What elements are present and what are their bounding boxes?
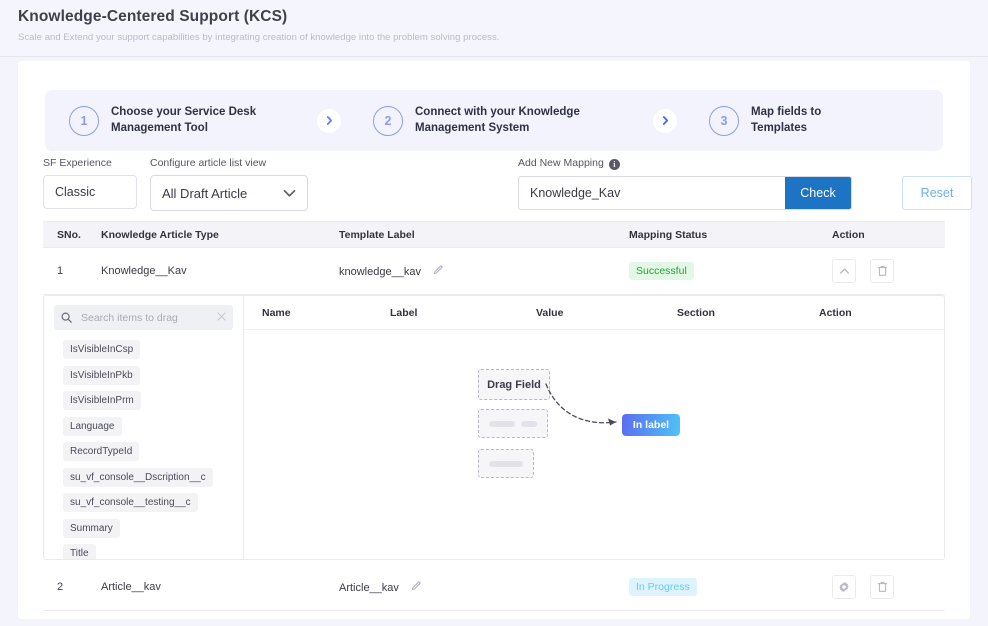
- placeholder-bar: [521, 421, 537, 427]
- table-row[interactable]: 1 Knowledge__Kav knowledge__kav Successf…: [43, 248, 945, 295]
- check-button[interactable]: Check: [785, 177, 851, 209]
- row-1-status-cell: Successful: [629, 262, 832, 280]
- row-2-template-label-cell: Article__kav: [339, 580, 629, 594]
- trash-icon[interactable]: [870, 575, 895, 599]
- row-2-type: Article__kav: [101, 581, 161, 593]
- sf-experience-label: SF Experience: [43, 157, 112, 169]
- row-2-template-label: Article__kav: [339, 582, 399, 594]
- table-row[interactable]: 2 Article__kav Article__kav In Progress: [43, 564, 945, 611]
- col-header-sno: SNo.: [57, 228, 81, 241]
- row-1-type: Knowledge__Kav: [101, 265, 187, 277]
- row-1-template-label: knowledge__kav: [339, 266, 421, 278]
- list-item[interactable]: IsVisibleInPkb: [63, 365, 140, 385]
- status-badge: In Progress: [629, 578, 697, 596]
- search-input[interactable]: Search items to drag: [81, 311, 178, 324]
- col-header-type: Knowledge Article Type: [101, 228, 219, 241]
- mapping-input-wrap: Knowledge_Kav Check: [518, 176, 852, 210]
- close-icon[interactable]: [217, 311, 226, 324]
- list-item[interactable]: Language: [63, 416, 122, 436]
- detail-col-label: Label: [390, 306, 418, 319]
- placeholder-row-3: [478, 449, 534, 478]
- stepper-step-3[interactable]: 3 Map fields to Templates: [709, 105, 821, 136]
- placeholder-row-2: [478, 409, 548, 438]
- stepper-step-1[interactable]: 1 Choose your Service Desk Management To…: [69, 105, 256, 136]
- list-item[interactable]: RecordTypeId: [63, 442, 140, 461]
- detail-header-row: Name Label Value Section Action: [244, 296, 944, 330]
- add-new-mapping-group: Add New Mapping i Knowledge_Kav Check Res…: [518, 157, 972, 210]
- list-item[interactable]: su_vf_console__Dscription__c: [63, 467, 213, 487]
- list-item[interactable]: Title: [63, 544, 96, 559]
- drag-drop-zone[interactable]: Drag Field In label: [244, 330, 944, 559]
- drag-fields-panel: Search items to drag IsVisibleInCsp IsVi…: [44, 296, 244, 559]
- detail-col-action: Action: [819, 306, 852, 319]
- draggable-field-list: IsVisibleInCsp IsVisibleInPkb IsVisibleI…: [54, 339, 233, 559]
- search-icon: [61, 312, 72, 323]
- detail-col-value: Value: [536, 306, 564, 319]
- drag-arrow-icon: [545, 383, 617, 426]
- reset-button[interactable]: Reset: [902, 176, 972, 210]
- step-1-number: 1: [69, 105, 99, 136]
- page-title: Knowledge-Centered Support (KCS): [18, 8, 288, 25]
- list-item[interactable]: su_vf_console__testing__c: [63, 493, 198, 512]
- row-1-template-label-cell: knowledge__kav: [339, 264, 629, 278]
- search-items-box[interactable]: Search items to drag: [54, 305, 233, 330]
- main-card: 1 Choose your Service Desk Management To…: [18, 61, 972, 619]
- chevron-up-icon[interactable]: [832, 259, 856, 283]
- step-2-number: 2: [373, 105, 403, 136]
- row-2-actions: [832, 575, 942, 599]
- col-header-action: Action: [832, 228, 865, 241]
- stepper-chevron-right-icon-2: [653, 108, 677, 133]
- trash-icon[interactable]: [870, 259, 895, 283]
- sf-experience-group: SF Experience Classic: [43, 157, 137, 209]
- detail-col-section: Section: [677, 306, 715, 319]
- col-header-tpl: Template Label: [339, 228, 415, 241]
- add-new-mapping-label: Add New Mapping i: [518, 157, 972, 170]
- gear-icon[interactable]: [832, 575, 856, 599]
- placeholder-bar: [489, 421, 515, 427]
- table-header-row: SNo. Knowledge Article Type Template Lab…: [43, 221, 945, 248]
- list-item[interactable]: Summary: [63, 518, 120, 538]
- page-header: Knowledge-Centered Support (KCS) Scale a…: [0, 0, 988, 57]
- status-badge: Successful: [629, 262, 694, 280]
- mappings-table: SNo. Knowledge Article Type Template Lab…: [43, 221, 945, 295]
- article-list-view-select[interactable]: All Draft Article: [150, 175, 308, 211]
- add-new-mapping-label-text: Add New Mapping: [518, 157, 604, 169]
- stepper-step-2[interactable]: 2 Connect with your Knowledge Management…: [373, 105, 580, 136]
- row-1-actions: [832, 259, 942, 283]
- pencil-icon[interactable]: [433, 265, 444, 278]
- list-item[interactable]: IsVisibleInPrm: [63, 391, 141, 410]
- step-1-label: Choose your Service Desk Management Tool: [111, 106, 257, 134]
- info-icon[interactable]: i: [608, 159, 620, 170]
- article-list-view-value: All Draft Article: [162, 185, 248, 201]
- step-2-label: Connect with your Knowledge Management S…: [415, 106, 580, 134]
- row-2-sno: 2: [57, 581, 64, 593]
- col-header-status: Mapping Status: [629, 228, 708, 241]
- sf-experience-input[interactable]: Classic: [43, 175, 137, 209]
- add-new-mapping-input[interactable]: Knowledge_Kav: [530, 186, 621, 200]
- step-3-label: Map fields to Templates: [751, 106, 822, 134]
- article-list-view-label: Configure article list view: [150, 157, 267, 169]
- detail-col-name: Name: [262, 306, 291, 319]
- stepper: 1 Choose your Service Desk Management To…: [45, 90, 943, 151]
- placeholder-bar: [489, 461, 523, 467]
- in-label-chip[interactable]: In label: [622, 414, 680, 436]
- step-3-number: 3: [709, 105, 739, 136]
- chevron-down-icon: [283, 186, 296, 201]
- row-1-sno: 1: [57, 265, 64, 277]
- stepper-chevron-right-icon-1: [317, 108, 341, 133]
- filter-bar: SF Experience Classic Configure article …: [18, 157, 972, 211]
- row-2-status-cell: In Progress: [629, 578, 832, 596]
- mapping-detail-panel: Search items to drag IsVisibleInCsp IsVi…: [43, 295, 945, 560]
- mappings-table-row2-wrap: 2 Article__kav Article__kav In Progress: [43, 564, 945, 611]
- pencil-icon[interactable]: [411, 581, 422, 594]
- page-subtitle: Scale and Extend your support capabiliti…: [18, 32, 500, 43]
- list-item[interactable]: IsVisibleInCsp: [63, 340, 141, 359]
- mapping-fields-table: Name Label Value Section Action Drag Fie…: [244, 296, 944, 559]
- add-new-mapping-row: Knowledge_Kav Check Reset: [518, 176, 972, 210]
- article-list-view-group: Configure article list view All Draft Ar…: [150, 157, 308, 211]
- drag-field-placeholder: Drag Field: [478, 369, 550, 400]
